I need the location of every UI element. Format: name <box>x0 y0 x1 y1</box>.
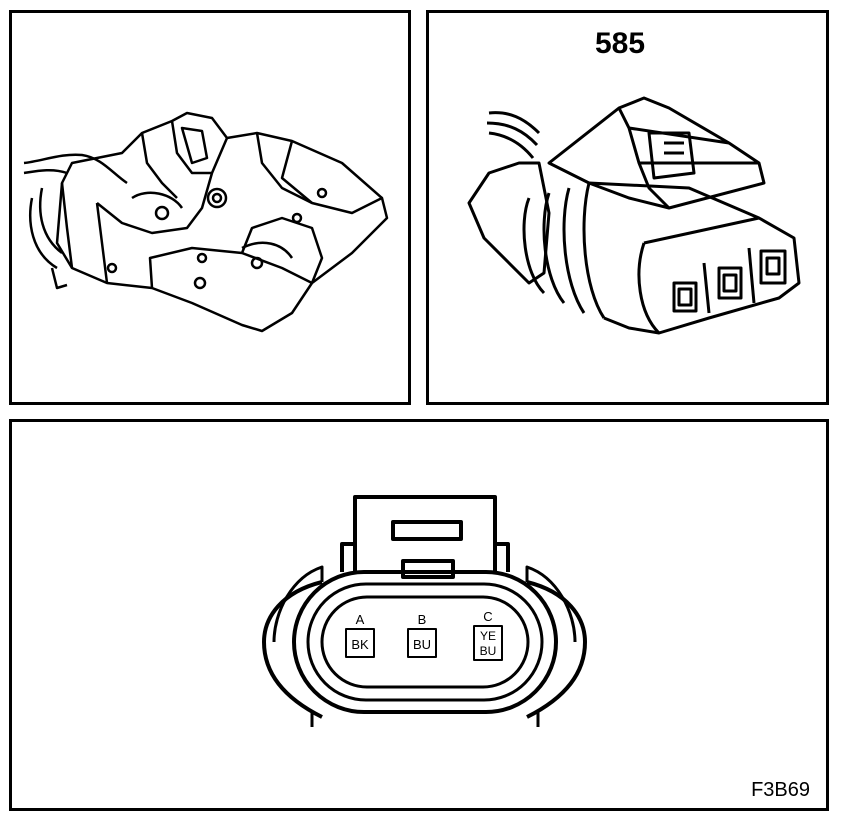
pin-a-letter: A <box>356 612 365 627</box>
pin-b-letter: B <box>418 612 427 627</box>
connector-3d-illustration <box>467 96 801 335</box>
component-location-panel <box>9 10 411 405</box>
door-lock-actuator-illustration <box>23 111 389 333</box>
connector-number-label: 585 <box>595 27 646 60</box>
connector-face-panel: A B C BK BU YE BU F3B69 <box>9 419 829 811</box>
figure-id: F3B69 <box>751 779 810 801</box>
pin-c-wire-color-2: BU <box>480 644 497 658</box>
pin-c-letter: C <box>483 609 492 624</box>
pin-a-wire-color: BK <box>351 637 369 652</box>
pin-b-wire-color: BU <box>413 637 431 652</box>
connector-view-panel: 585 <box>426 10 829 405</box>
connector-face-view: A B C BK BU YE BU <box>262 495 587 727</box>
pin-c-wire-color-1: YE <box>480 629 496 643</box>
